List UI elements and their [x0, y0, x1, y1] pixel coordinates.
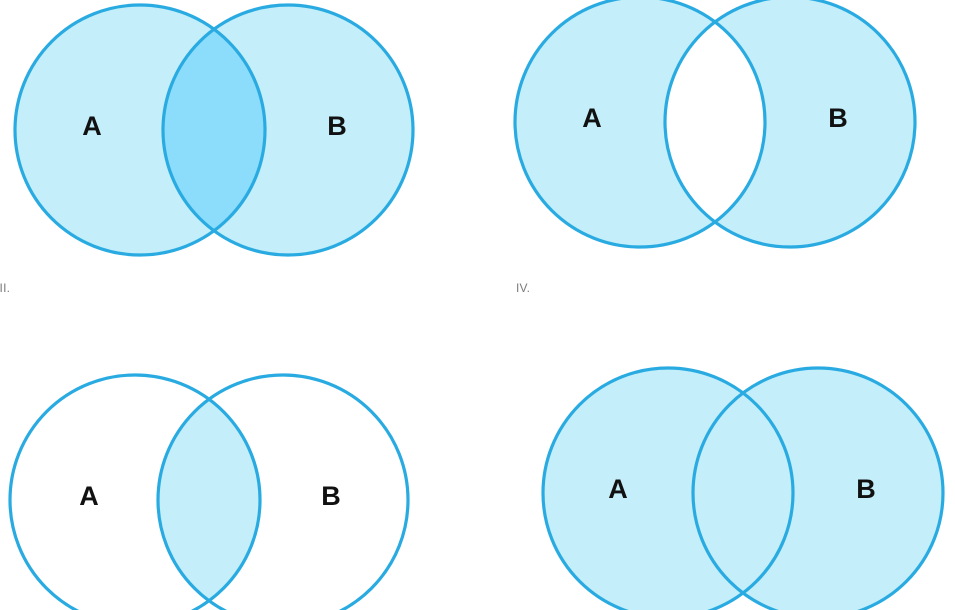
diagram-1-circle-a-outline [13, 3, 267, 257]
diagram-3-intersection-region [158, 375, 260, 610]
diagram-4-circle-b-outline [691, 366, 945, 610]
diagram-2-circle-b-outline [663, 0, 917, 249]
diagram-1-intersection-region [163, 5, 265, 255]
diagram-2-intersection-region [665, 0, 765, 247]
diagram-1-circle-b-outline [161, 3, 415, 257]
venn-diagram-3: A B [8, 373, 410, 610]
diagram-3-label-b: B [321, 481, 341, 511]
diagram-2-label-b: B [828, 103, 848, 133]
venn-diagram-2: A B [513, 0, 917, 249]
diagram-3-circle-b-outline [156, 373, 410, 610]
diagram-1-label-b: B [327, 111, 347, 141]
diagram-3-label-a: A [79, 481, 99, 511]
diagram-3-circle-a-outline [8, 373, 262, 610]
diagram-4-label-a: A [608, 474, 628, 504]
diagram-2-circle-a-outline [513, 0, 767, 249]
caption-iii: III. [0, 281, 11, 295]
diagram-1-label-a: A [82, 111, 102, 141]
caption-iv: IV. [516, 281, 531, 295]
diagram-4-label-b: B [856, 474, 876, 504]
venn-diagram-1: A B [13, 3, 415, 257]
diagram-4-intersection-region [693, 368, 793, 610]
diagram-2-label-a: A [582, 103, 602, 133]
diagram-4-circle-a-outline [541, 366, 795, 610]
venn-diagram-4: A B [541, 366, 945, 610]
